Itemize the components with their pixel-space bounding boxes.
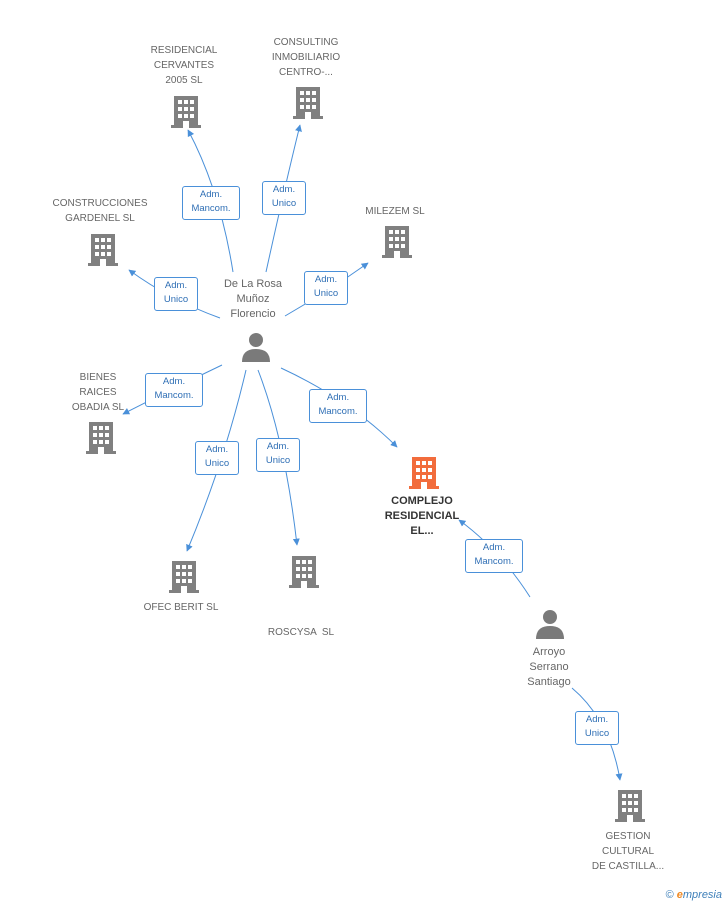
role-line: Unico [313, 288, 339, 299]
role-badge-consulting[interactable]: Adm. Unico [262, 181, 306, 215]
brand-footer[interactable]: ©empresia [666, 889, 722, 901]
label-line: Muñoz [236, 293, 270, 305]
brand-logo-text: mpresia [682, 889, 722, 901]
role-line: Adm. [164, 280, 188, 291]
role-badge-complejo[interactable]: Adm. Mancom. [309, 389, 367, 423]
role-line: Unico [265, 455, 291, 466]
role-line: Mancom. [474, 556, 514, 567]
focus-building-icon[interactable] [404, 453, 444, 493]
building-icon[interactable] [610, 786, 650, 826]
label-line: Santiago [527, 676, 571, 688]
role-line: Unico [271, 198, 297, 209]
brand-logo-initial: e [676, 889, 683, 901]
person-icon[interactable] [239, 330, 273, 364]
role-line: Adm. [272, 184, 296, 195]
role-line: Mancom. [191, 203, 231, 214]
copyright-icon: © [665, 889, 674, 901]
building-icon[interactable] [166, 92, 206, 132]
label-line: ROSCYSA SL [267, 627, 335, 638]
role-badge-roscysa[interactable]: Adm. Unico [256, 438, 300, 472]
building-icon[interactable] [83, 230, 123, 270]
company-label-roscysa[interactable]: ROSCYSA SL [236, 595, 366, 670]
company-label-bienes[interactable]: BIENES RAICES OBADIA SL [33, 370, 163, 415]
label-line: INMOBILIARIO [271, 52, 341, 63]
label-line: Florencio [230, 308, 276, 320]
person-label-arroyo[interactable]: Arroyo Serrano Santiago [494, 645, 604, 690]
company-label-consulting[interactable]: CONSULTING INMOBILIARIO CENTRO-... [241, 35, 371, 80]
label-line: OBADIA SL [71, 402, 125, 413]
role-badge-ofec[interactable]: Adm. Unico [195, 441, 239, 475]
label-line: CONSTRUCCIONES [52, 198, 148, 209]
role-badge-cervantes[interactable]: Adm. Mancom. [182, 186, 240, 220]
role-badge-milezem[interactable]: Adm. Unico [304, 271, 348, 305]
role-line: Adm. [266, 441, 290, 452]
role-line: Mancom. [154, 390, 194, 401]
role-line: Adm. [585, 714, 609, 725]
label-line: CONSULTING [273, 37, 339, 48]
role-line: Adm. [326, 392, 350, 403]
label-line: Arroyo [532, 646, 566, 658]
label-line: GESTION [605, 831, 651, 842]
building-icon[interactable] [81, 418, 121, 458]
building-icon[interactable] [284, 552, 324, 592]
role-badge-gestion[interactable]: Adm. Unico [575, 711, 619, 745]
label-line: COMPLEJO [391, 495, 453, 507]
label-line: OFEC BERIT SL [143, 602, 219, 613]
label-line: DE CASTILLA... [591, 861, 665, 872]
role-line: Unico [204, 458, 230, 469]
company-label-ofec[interactable]: OFEC BERIT SL [116, 600, 246, 615]
role-line: Unico [163, 294, 189, 305]
company-label-construcciones[interactable]: CONSTRUCCIONES GARDENEL SL [35, 196, 165, 226]
role-badge-arroyo-complejo[interactable]: Adm. Mancom. [465, 539, 523, 573]
building-icon[interactable] [288, 83, 328, 123]
label-line: CENTRO-... [279, 67, 333, 78]
company-label-residencial-cervantes[interactable]: RESIDENCIAL CERVANTES 2005 SL [119, 43, 249, 88]
label-line: CULTURAL [601, 846, 655, 857]
role-line: Adm. [162, 376, 186, 387]
label-line: RAICES [79, 387, 117, 398]
label-line: CERVANTES [153, 60, 215, 71]
role-line: Unico [584, 728, 610, 739]
role-line: Adm. [205, 444, 229, 455]
label-line: BIENES [79, 372, 117, 383]
label-line: Serrano [529, 661, 569, 673]
company-label-milezem[interactable]: MILEZEM SL [330, 204, 460, 219]
role-badge-construcciones[interactable]: Adm. Unico [154, 277, 198, 311]
role-line: Adm. [199, 189, 223, 200]
label-line: 2005 SL [165, 75, 203, 86]
company-label-complejo[interactable]: COMPLEJO RESIDENCIAL EL... [357, 494, 487, 539]
label-line: MILEZEM SL [365, 206, 425, 217]
label-line: GARDENEL SL [65, 213, 135, 224]
label-line: EL... [410, 525, 434, 537]
person-icon[interactable] [533, 607, 567, 641]
role-line: Adm. [482, 542, 506, 553]
label-line: De La Rosa [223, 278, 283, 290]
role-line: Adm. [314, 274, 338, 285]
person-label-de-la-rosa[interactable]: De La Rosa Muñoz Florencio [198, 277, 308, 322]
label-line: RESIDENCIAL [150, 45, 218, 56]
company-label-gestion[interactable]: GESTION CULTURAL DE CASTILLA... [563, 829, 693, 874]
role-badge-bienes[interactable]: Adm. Mancom. [145, 373, 203, 407]
building-icon[interactable] [377, 222, 417, 262]
role-line: Mancom. [318, 406, 358, 417]
building-icon[interactable] [164, 557, 204, 597]
label-line: RESIDENCIAL [384, 510, 460, 522]
